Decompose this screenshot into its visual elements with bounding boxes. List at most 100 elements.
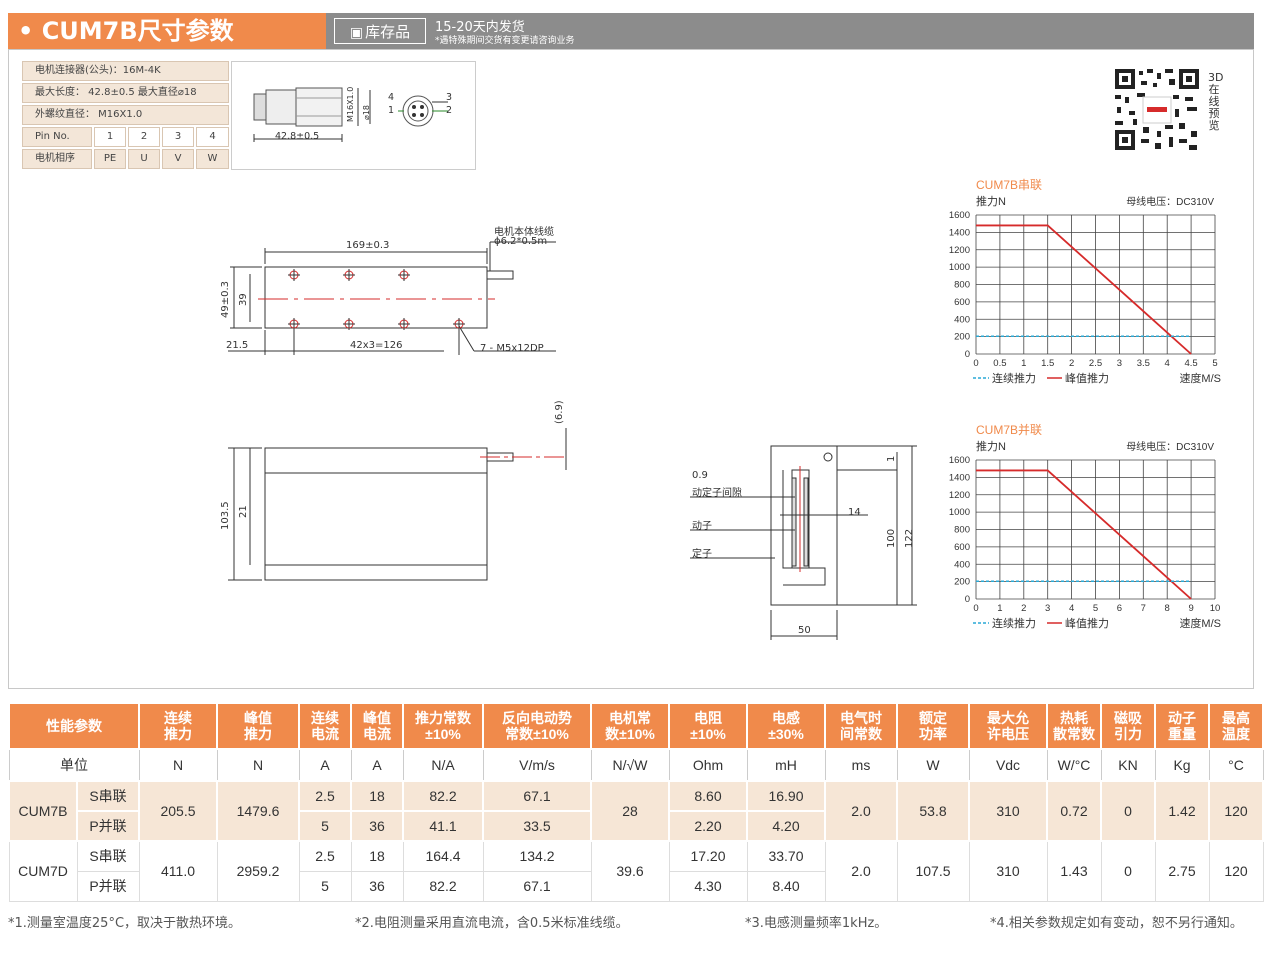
- cell-weight: 2.75: [1154, 840, 1210, 902]
- phase-label: 电机相序: [22, 149, 92, 169]
- cell-ke: 67.1: [482, 780, 592, 812]
- cell-km: 39.6: [590, 840, 670, 902]
- cell-peak-current: 36: [350, 870, 404, 902]
- x-tick-label: 4: [1069, 603, 1074, 614]
- cell-kf: 82.2: [402, 870, 484, 902]
- pin-num: 2: [446, 105, 453, 116]
- y-tick-label: 0: [965, 594, 970, 605]
- phase-cell: W: [196, 149, 229, 169]
- peak-thrust-line: [976, 469, 1192, 600]
- cell-inductance: 4.20: [746, 810, 826, 842]
- cell-resistance: 8.60: [668, 780, 748, 812]
- y-tick-label: 1200: [949, 490, 970, 501]
- cell-cont-current: 5: [298, 870, 352, 902]
- cell-kf: 164.4: [402, 840, 484, 872]
- table-header: 峰值电流: [350, 702, 404, 750]
- cell-te: 2.0: [824, 780, 898, 842]
- wiring-parallel: P并联: [76, 810, 140, 842]
- cell-inductance: 8.40: [746, 870, 826, 902]
- phase-cell: PE: [94, 149, 126, 169]
- y-tick-label: 1200: [949, 245, 970, 256]
- unit-cell: N/√W: [590, 748, 670, 782]
- x-tick-label: 10: [1210, 603, 1221, 614]
- connector-drawing: 42.8±0.5 M16X1.0 ⌀18 4 3 1 2: [231, 61, 476, 170]
- gap-value: 0.9: [692, 470, 708, 481]
- cell-ke: 33.5: [482, 810, 592, 842]
- table-header: 电感±30%: [746, 702, 826, 750]
- unit-cell: Vdc: [968, 748, 1048, 782]
- dim-122: 122: [904, 528, 915, 548]
- y-tick-label: 1400: [949, 227, 970, 238]
- cell-temp: 120: [1208, 840, 1264, 902]
- chart-title: CUM7B串联: [976, 178, 1042, 192]
- cell-resistance: 17.20: [668, 840, 748, 872]
- x-tick-label: 2.5: [1089, 358, 1102, 369]
- unit-cell: N/A: [402, 748, 484, 782]
- bus-voltage: 母线电压：DC310V: [1126, 195, 1214, 208]
- unit-label: 单位: [8, 748, 140, 782]
- peak-thrust-line: [976, 224, 1192, 355]
- cell-peak-current: 36: [350, 810, 404, 842]
- unit-cell: KN: [1100, 748, 1156, 782]
- footnote: *3.电感测量频率1kHz。: [745, 916, 888, 931]
- x-tick-label: 4.5: [1184, 358, 1197, 369]
- cell-peak-current: 18: [350, 780, 404, 812]
- y-tick-label: 1000: [949, 262, 970, 273]
- y-tick-label: 600: [954, 542, 970, 553]
- x-tick-label: 2: [1069, 358, 1074, 369]
- connector-length: 42.8±0.5: [275, 131, 320, 142]
- x-tick-label: 7: [1141, 603, 1146, 614]
- cell-power: 53.8: [896, 780, 970, 842]
- pin-num: 4: [388, 92, 395, 103]
- dim-14: 14: [848, 507, 861, 518]
- table-header: 动子重量: [1154, 702, 1210, 750]
- y-axis-label: 推力N: [976, 194, 1006, 208]
- dim-total-height: 103.5: [220, 501, 231, 530]
- footnote: *4.相关参数规定如有变动，恕不另行通知。: [990, 916, 1243, 931]
- x-tick-label: 3: [1045, 603, 1050, 614]
- unit-cell: °C: [1208, 748, 1264, 782]
- x-tick-label: 1: [997, 603, 1002, 614]
- cell-ke: 67.1: [482, 870, 592, 902]
- x-tick-label: 1.5: [1041, 358, 1054, 369]
- x-tick-label: 8: [1165, 603, 1170, 614]
- qr-code-icon[interactable]: [1113, 67, 1201, 152]
- x-tick-label: 2: [1021, 603, 1026, 614]
- table-header: 最高温度: [1208, 702, 1264, 750]
- stock-label: 库存品: [365, 23, 411, 41]
- y-tick-label: 200: [954, 332, 970, 343]
- unit-cell: mH: [746, 748, 826, 782]
- phase-cell: U: [128, 149, 160, 169]
- table-header: 电阻±10%: [668, 702, 748, 750]
- x-tick-label: 3.5: [1137, 358, 1150, 369]
- y-tick-label: 200: [954, 577, 970, 588]
- table-header: 额定功率: [896, 702, 970, 750]
- table-header: 电机常数±10%: [590, 702, 670, 750]
- x-tick-label: 4: [1165, 358, 1170, 369]
- x-tick-label: 3: [1117, 358, 1122, 369]
- unit-cell: N: [138, 748, 218, 782]
- table-header: 峰值推力: [216, 702, 300, 750]
- chart-title: CUM7B并联: [976, 423, 1042, 437]
- unit-cell: ms: [824, 748, 898, 782]
- cable-spec: ϕ6.2*0.5m: [494, 236, 548, 247]
- dim-length: 169±0.3: [346, 240, 390, 251]
- pin-num: 1: [388, 105, 395, 116]
- table-header: 推力常数±10%: [402, 702, 484, 750]
- dim-offset: 21.5: [226, 340, 249, 351]
- dim-height: 49±0.3: [220, 280, 231, 318]
- cell-cont-current: 2.5: [298, 780, 352, 812]
- stock-badge: ▣库存品: [334, 18, 426, 44]
- cell-inductance: 16.90: [746, 780, 826, 812]
- y-tick-label: 400: [954, 559, 970, 570]
- cell-voltage: 310: [968, 780, 1048, 842]
- unit-cell: Kg: [1154, 748, 1210, 782]
- legend-continuous: 连续推力: [992, 616, 1036, 630]
- cell-thermal: 1.43: [1046, 840, 1102, 902]
- cell-voltage: 310: [968, 840, 1048, 902]
- y-axis-label: 推力N: [976, 439, 1006, 453]
- hole-spec: 7 - M5x12DP: [480, 343, 544, 354]
- x-tick-label: 0: [973, 603, 978, 614]
